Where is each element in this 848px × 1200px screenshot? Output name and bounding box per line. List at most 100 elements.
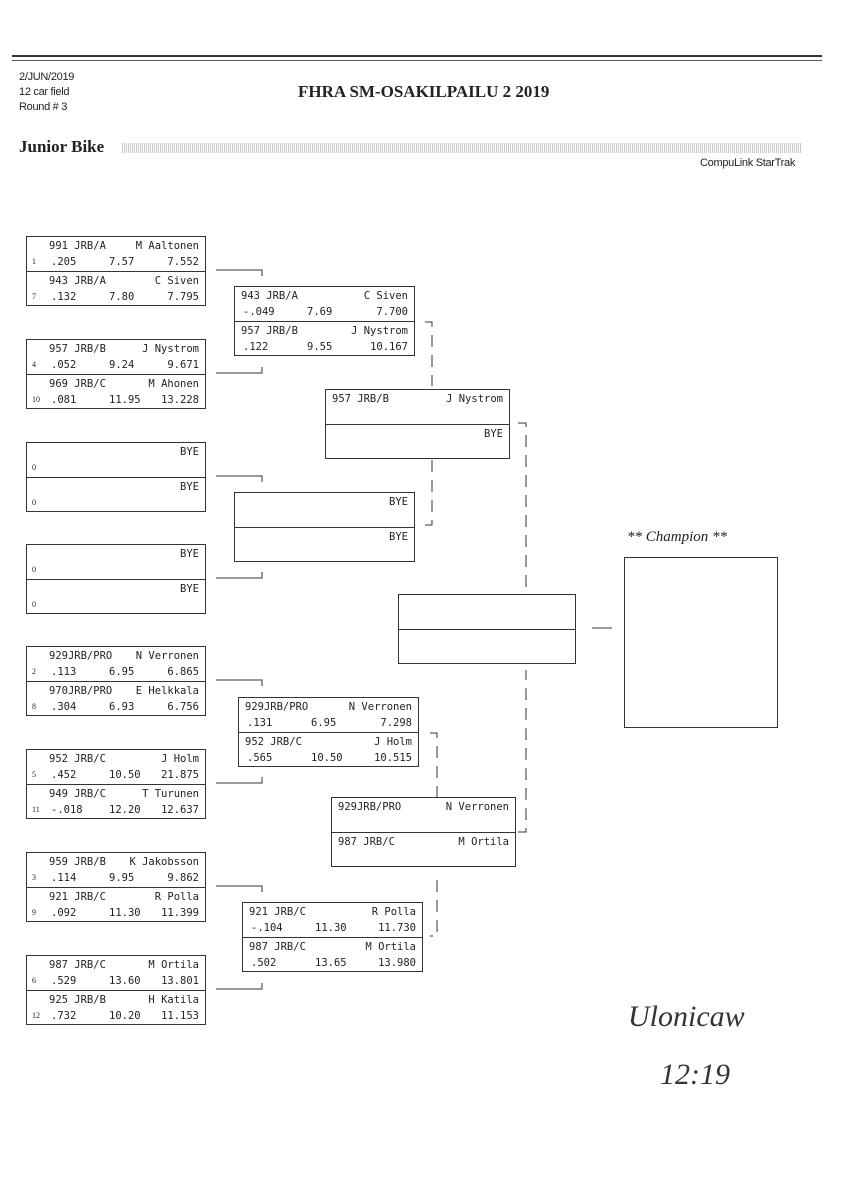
seed-number: 5 bbox=[32, 770, 36, 779]
driver-name: C Siven bbox=[154, 275, 199, 287]
driver-name: BYE bbox=[180, 481, 199, 493]
event-info: 2/JUN/2019 12 car field Round # 3 bbox=[19, 70, 74, 115]
seed-number: 2 bbox=[32, 667, 36, 676]
dial-in: 12.20 bbox=[109, 804, 141, 816]
driver-name: J Nystrom bbox=[142, 343, 199, 355]
elapsed-time: 13.980 bbox=[378, 957, 416, 969]
elapsed-time: 9.671 bbox=[167, 359, 199, 371]
dial-in: 9.55 bbox=[307, 341, 333, 353]
reaction-time: .502 bbox=[251, 957, 277, 969]
dial-in: 6.93 bbox=[109, 701, 135, 713]
elapsed-time: 7.700 bbox=[376, 306, 408, 318]
reaction-time: .529 bbox=[51, 975, 77, 987]
car-number: 943 JRB/A bbox=[241, 290, 298, 302]
lane: BYE bbox=[235, 527, 414, 562]
elapsed-time: 10.515 bbox=[374, 752, 412, 764]
dial-in: 9.95 bbox=[109, 872, 135, 884]
champion-box bbox=[624, 557, 778, 728]
elapsed-time: 13.228 bbox=[161, 394, 199, 406]
title-shading bbox=[122, 143, 802, 153]
driver-name: J Holm bbox=[374, 736, 412, 748]
elapsed-time: 13.801 bbox=[161, 975, 199, 987]
dial-in: 6.95 bbox=[311, 717, 337, 729]
car-number: 970JRB/PRO bbox=[49, 685, 113, 697]
seed-number: 0 bbox=[32, 600, 36, 609]
reaction-time: .114 bbox=[51, 872, 77, 884]
driver-name: BYE bbox=[180, 446, 199, 458]
event-date: 2/JUN/2019 bbox=[19, 71, 75, 83]
driver-name: M Ortila bbox=[148, 959, 199, 971]
driver-name: BYE bbox=[389, 496, 408, 508]
header-rule bbox=[12, 60, 822, 61]
driver-name: E Helkkala bbox=[135, 685, 199, 697]
dial-in: 10.20 bbox=[109, 1010, 141, 1022]
champion-label: ** Champion ** bbox=[627, 529, 728, 545]
car-number: 957 JRB/B bbox=[332, 393, 389, 405]
seed-number: 1 bbox=[32, 257, 36, 266]
car-number: 943 JRB/A bbox=[49, 275, 106, 287]
elapsed-time: 6.756 bbox=[167, 701, 199, 713]
elapsed-time: 6.865 bbox=[167, 666, 199, 678]
elapsed-time: 7.795 bbox=[167, 291, 199, 303]
seed-number: 4 bbox=[32, 360, 36, 369]
reaction-time: .131 bbox=[247, 717, 273, 729]
field-size: 12 car field bbox=[19, 86, 70, 98]
elapsed-time: 10.167 bbox=[370, 341, 408, 353]
car-number: 987 JRB/C bbox=[49, 959, 106, 971]
dial-in: 10.50 bbox=[311, 752, 343, 764]
car-number: 929JRB/PRO bbox=[338, 801, 402, 813]
driver-name: H Katila bbox=[148, 994, 199, 1006]
car-number: 949 JRB/C bbox=[49, 788, 106, 800]
driver-name: M Aaltonen bbox=[135, 240, 199, 252]
dial-in: 7.57 bbox=[109, 256, 135, 268]
reaction-time: .565 bbox=[247, 752, 273, 764]
seed-number: 0 bbox=[32, 498, 36, 507]
seed-number: 3 bbox=[32, 873, 36, 882]
dial-in: 13.60 bbox=[109, 975, 141, 987]
reaction-time: .452 bbox=[51, 769, 77, 781]
header-rule bbox=[12, 55, 822, 57]
elapsed-time: 11.153 bbox=[161, 1010, 199, 1022]
software-brand: CompuLink StarTrak bbox=[700, 157, 796, 169]
dial-in: 11.95 bbox=[109, 394, 141, 406]
round-number: Round # 3 bbox=[19, 101, 68, 113]
reaction-time: -.104 bbox=[251, 922, 283, 934]
elapsed-time: 21.875 bbox=[161, 769, 199, 781]
handwritten-time: 12:19 bbox=[660, 1058, 730, 1091]
seed-number: 0 bbox=[32, 463, 36, 472]
driver-name: N Verronen bbox=[348, 701, 412, 713]
reaction-time: .081 bbox=[51, 394, 77, 406]
lane bbox=[399, 629, 575, 664]
driver-name: N Verronen bbox=[445, 801, 509, 813]
reaction-time: .732 bbox=[51, 1010, 77, 1022]
driver-name: M Ortila bbox=[365, 941, 416, 953]
reaction-time: .052 bbox=[51, 359, 77, 371]
car-number: 957 JRB/B bbox=[49, 343, 106, 355]
seed-number: 9 bbox=[32, 908, 36, 917]
reaction-time: .205 bbox=[51, 256, 77, 268]
car-number: 952 JRB/C bbox=[49, 753, 106, 765]
reaction-time: -.018 bbox=[51, 804, 83, 816]
car-number: 929JRB/PRO bbox=[49, 650, 113, 662]
driver-name: BYE bbox=[484, 428, 503, 440]
car-number: 957 JRB/B bbox=[241, 325, 298, 337]
